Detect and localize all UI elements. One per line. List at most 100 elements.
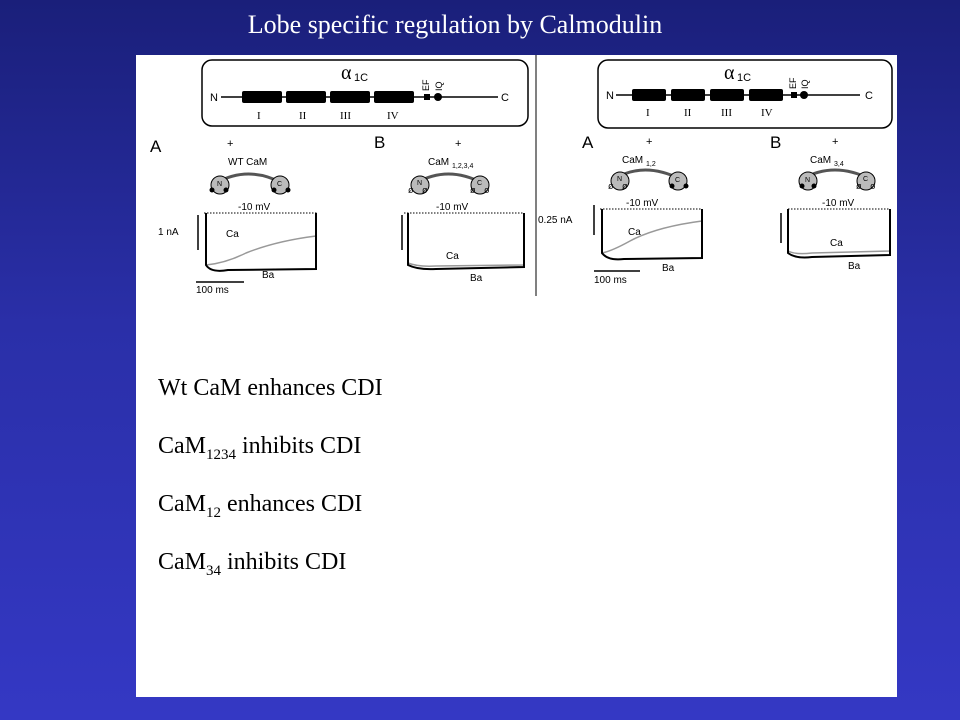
svg-text:ø: ø (408, 185, 414, 195)
left-figure: α 1C N C I II III IV EF IQ A B + + WT Ca… (150, 59, 529, 296)
panel-a-right: A (582, 133, 594, 152)
content-panel (136, 296, 897, 697)
panel-b-right: B (770, 133, 781, 152)
cam-label-b-left: CaM (428, 157, 449, 168)
domain-label-iv-right: IV (761, 107, 773, 119)
iq-motif-right (800, 91, 808, 99)
bullet-item: CaM1234 inhibits CDI (158, 428, 383, 486)
domain-i-right (632, 89, 666, 101)
iq-label-left: IQ (434, 81, 444, 91)
ca-trace-a-left (205, 213, 317, 266)
domain-iii-left (330, 91, 370, 103)
svg-text:ø: ø (622, 181, 628, 191)
domain-label-ii-right: II (684, 107, 692, 119)
cam-dumbbell-a-left: N C (209, 172, 291, 195)
domain-label-iv-left: IV (387, 110, 399, 122)
domain-label-i-right: I (646, 107, 650, 119)
current-scale-right: 0.25 nA (538, 215, 573, 226)
bullet-sub: 12 (206, 505, 221, 521)
svg-text:ø: ø (856, 181, 862, 191)
bullet-sub: 34 (206, 563, 221, 579)
panel-b-left: B (374, 133, 385, 152)
voltage-a-left: -10 mV (238, 202, 271, 213)
bullet-sub: 1234 (206, 447, 236, 463)
ba-label-b-left: Ba (470, 273, 483, 284)
c-term-right: C (865, 90, 873, 102)
time-scale-left: 100 ms (196, 285, 229, 296)
ef-label-left: EF (421, 79, 431, 91)
bullet-base: CaM (158, 433, 206, 459)
ca-label-b-right: Ca (830, 238, 843, 249)
bullet-item: Wt CaM enhances CDI (158, 370, 383, 428)
lobe-c-a-right: C (675, 177, 680, 184)
lobe-n-a-left: N (217, 181, 222, 188)
ef-hand-left (424, 94, 430, 100)
slide-title: Lobe specific regulation by Calmodulin (247, 10, 663, 39)
ca-label-a-left: Ca (226, 229, 239, 240)
current-scale-left: 1 nA (158, 227, 179, 238)
voltage-b-right: -10 mV (822, 198, 855, 209)
bullet-base: CaM (158, 549, 206, 575)
domain-iv-left (374, 91, 414, 103)
svg-text:ø: ø (484, 185, 490, 195)
plus-a-left: + (227, 138, 233, 150)
ef-hand-right (791, 92, 797, 98)
cam-label-a-right: CaM (622, 155, 643, 166)
channel-alpha-sub-left: 1C (354, 72, 368, 84)
time-scale-right: 100 ms (594, 275, 627, 286)
bullet-rest: inhibits CDI (236, 433, 362, 459)
lobe-n-b-right: N (805, 177, 810, 184)
figure-svg: α 1C N C I II III IV EF IQ A B + + WT Ca… (150, 55, 893, 296)
ef-label-right: EF (788, 77, 798, 89)
right-figure: α 1C N C I II III IV EF IQ A B + + CaM 1… (538, 59, 893, 286)
domain-label-iii-right: III (721, 107, 732, 119)
domain-ii-left (286, 91, 326, 103)
domain-iii-right (710, 89, 744, 101)
voltage-a-right: -10 mV (626, 198, 659, 209)
plus-a-right: + (646, 136, 652, 148)
n-term-right: N (606, 90, 614, 102)
channel-alpha-sub-right: 1C (737, 72, 751, 84)
svg-text:ø: ø (422, 185, 428, 195)
cam-label-a-left: WT CaM (228, 157, 267, 168)
iq-label-right: IQ (800, 79, 810, 89)
lobe-c-a-left: C (277, 181, 282, 188)
ca-trace-b-left (407, 213, 525, 267)
channel-alpha-right: α (724, 62, 735, 84)
ba-label-a-right: Ba (662, 263, 675, 274)
n-term-left: N (210, 92, 218, 104)
domain-label-ii-left: II (299, 110, 307, 122)
figure-panel: α 1C N C I II III IV EF IQ A B + + WT Ca… (136, 55, 897, 296)
c-term-left: C (501, 92, 509, 104)
bullet-rest: inhibits CDI (221, 549, 347, 575)
ba-label-a-left: Ba (262, 270, 275, 281)
ba-trace-a-right (601, 209, 703, 261)
ba-trace-b-left (407, 213, 525, 271)
domain-i-left (242, 91, 282, 103)
channel-alpha-left: α (341, 62, 352, 84)
ca-label-a-right: Ca (628, 227, 641, 238)
plus-b-right: + (832, 136, 838, 148)
plus-b-left: + (455, 138, 461, 150)
channel-box-left (201, 59, 529, 127)
svg-text:ø: ø (470, 185, 476, 195)
lobe-c-b-left: C (477, 180, 482, 187)
cam-sub-b-left: 1,2,3,4 (452, 163, 474, 170)
cam-sub-b-right: 3,4 (834, 161, 844, 168)
domain-label-iii-left: III (340, 110, 351, 122)
ca-label-b-left: Ca (446, 251, 459, 262)
bullet-list: Wt CaM enhances CDI CaM1234 inhibits CDI… (158, 370, 383, 602)
domain-label-i-left: I (257, 110, 261, 122)
lobe-n-b-left: N (417, 180, 422, 187)
ba-label-b-right: Ba (848, 261, 861, 272)
svg-text:ø: ø (870, 181, 876, 191)
ba-trace-b-right (787, 209, 891, 259)
ba-trace-a-left (205, 213, 317, 272)
ca-trace-a-right (601, 209, 703, 254)
bullet-base: Wt CaM (158, 375, 242, 401)
bullet-base: CaM (158, 491, 206, 517)
lobe-n-a-right: N (617, 176, 622, 183)
bullet-item: CaM12 enhances CDI (158, 486, 383, 544)
